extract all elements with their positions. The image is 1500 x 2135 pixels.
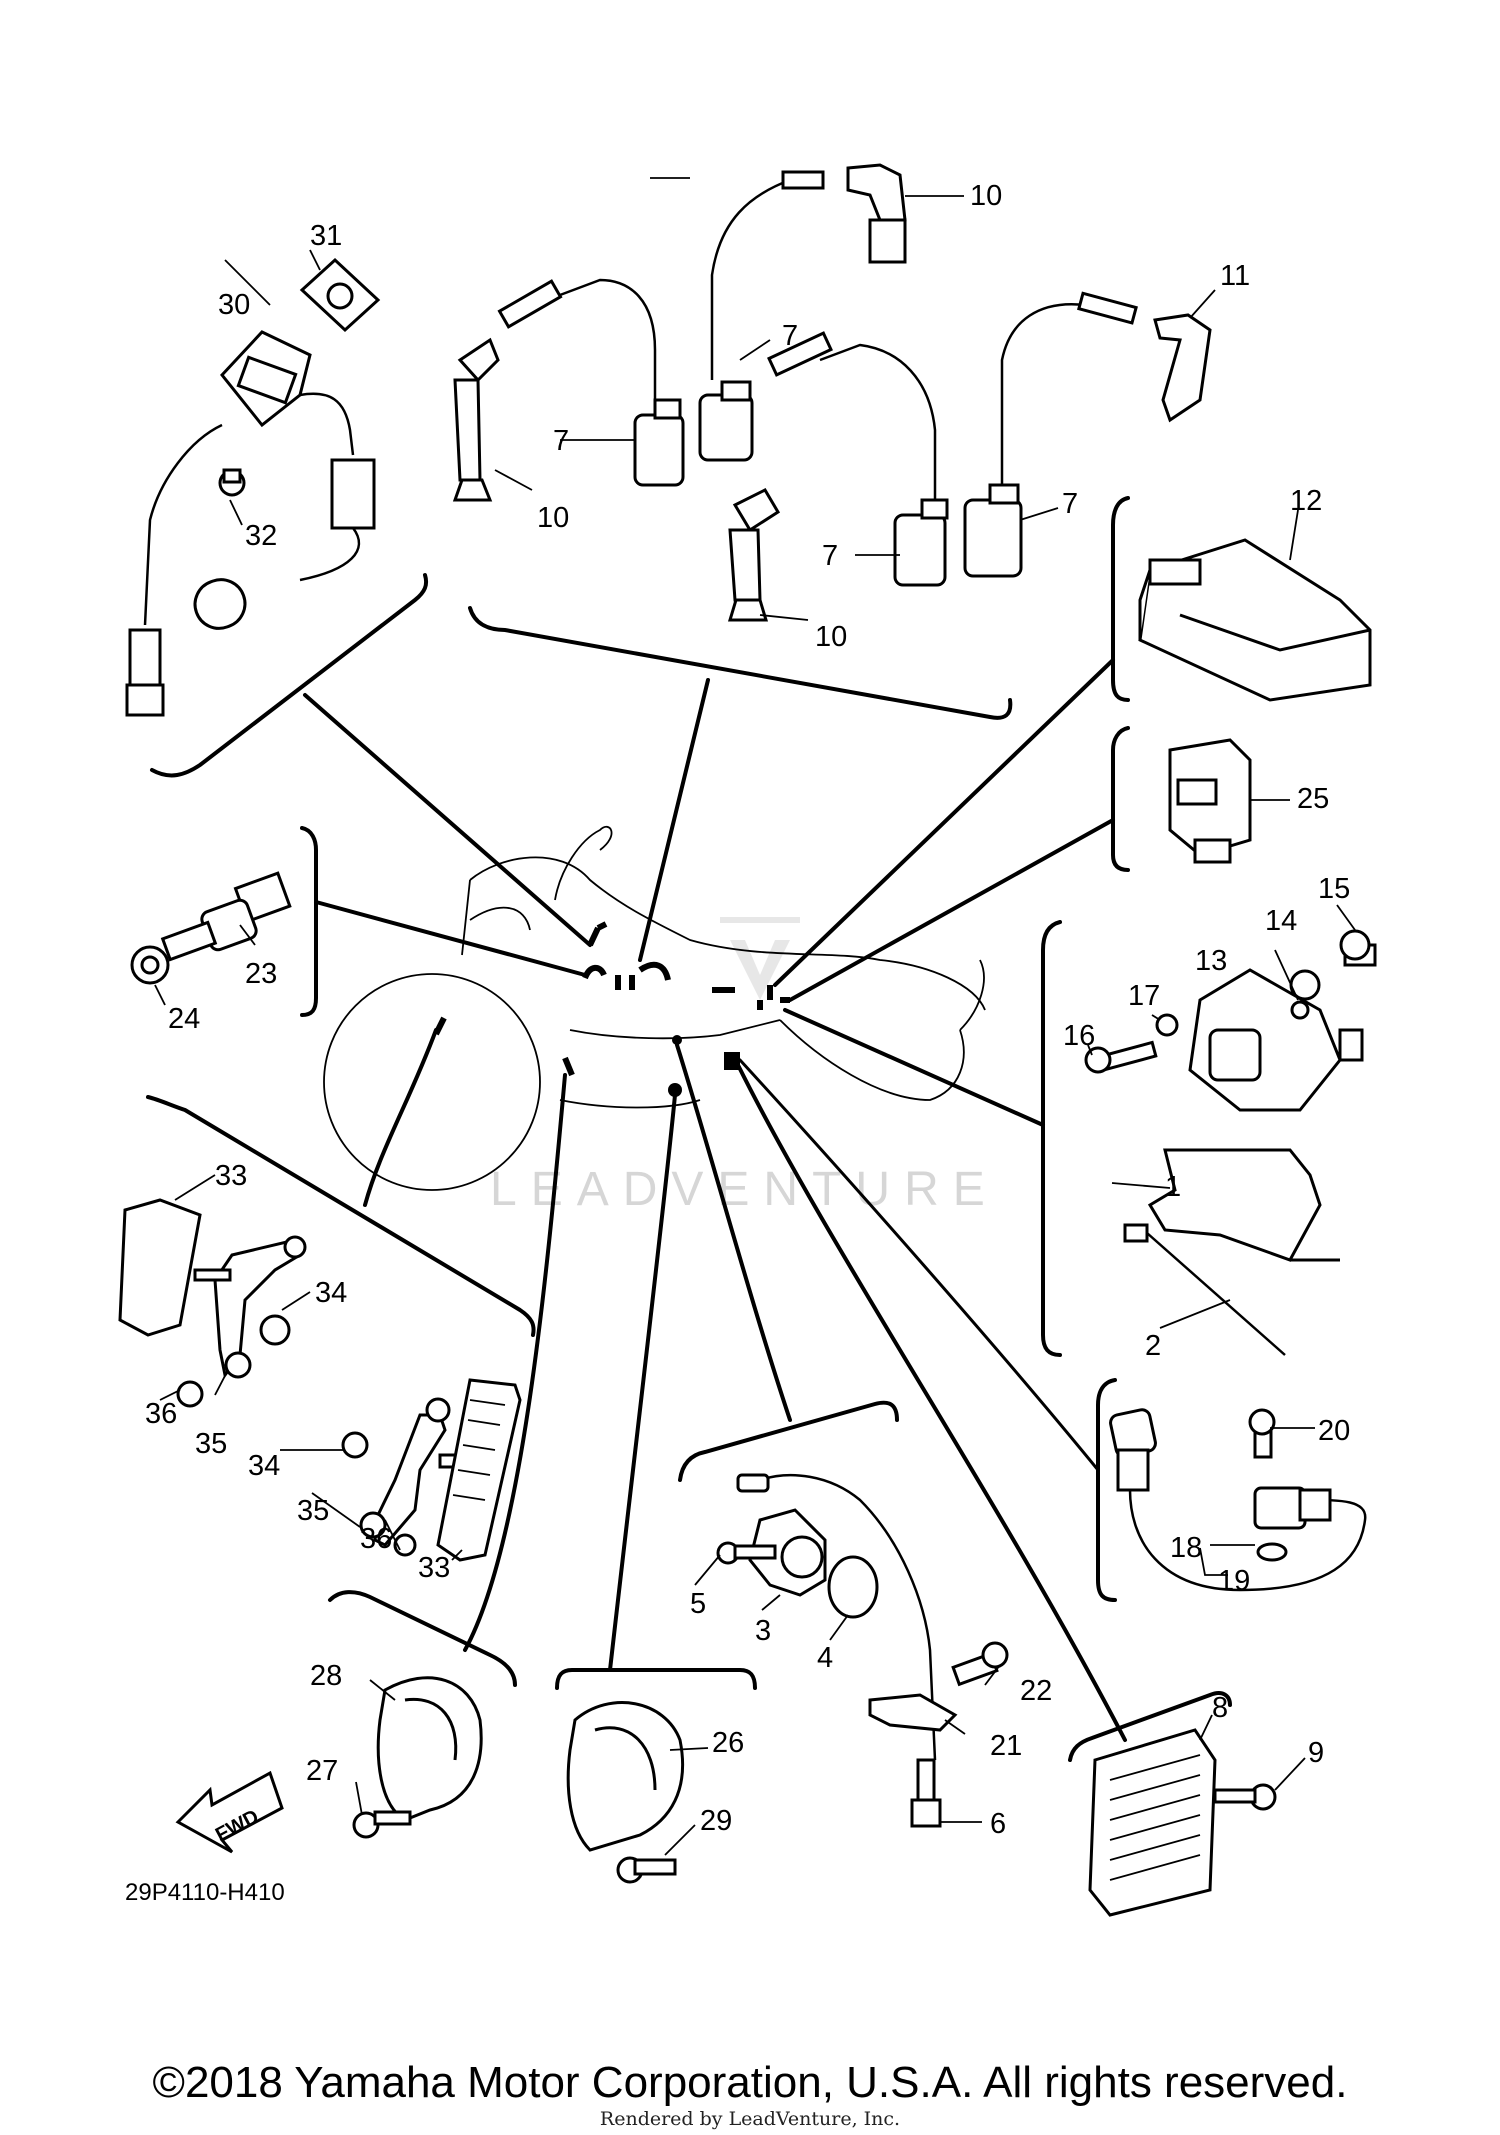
ecu-unit: [1138, 538, 1372, 702]
diagram-code: 29P4110-H410: [125, 1879, 285, 1906]
callout-12: 12: [1290, 485, 1322, 517]
callout-33-a: 33: [215, 1160, 247, 1192]
callout-25: 25: [1297, 783, 1329, 815]
callout-26: 26: [712, 1727, 744, 1759]
callout-13: 13: [1195, 945, 1227, 977]
rendered-by-notice: Rendered by LeadVenture, Inc.: [599, 2108, 901, 2130]
callout-leaders: [154, 177, 1356, 1856]
horn-26: [566, 1701, 685, 1884]
horn-28: [352, 1676, 483, 1839]
group-brackets: [146, 496, 1232, 1762]
crank-sensor: [1109, 1408, 1367, 1592]
callout-36-b: 36: [360, 1523, 392, 1555]
copyright-notice: ©2018 Yamaha Motor Corporation, U.S.A. A…: [152, 2058, 1348, 2107]
callout-22: 22: [1020, 1675, 1052, 1707]
watermark-text: LEADVENTURE: [490, 1163, 999, 1216]
ignition-coil-assembly: [452, 163, 1212, 622]
harness-connectors: [433, 921, 790, 1097]
watermark-logo: [720, 917, 800, 1000]
callout-7-a: 7: [553, 425, 569, 457]
callout-29: 29: [700, 1805, 732, 1837]
callout-36-a: 36: [145, 1398, 177, 1430]
reflector-brackets: [118, 1198, 522, 1562]
callout-35-a: 35: [195, 1428, 227, 1460]
callout-24: 24: [168, 1003, 200, 1035]
callout-23: 23: [245, 958, 277, 990]
fuel-sender-assembly: [125, 257, 381, 717]
speed-sensor: [716, 1473, 1009, 1828]
callout-16: 16: [1063, 1020, 1095, 1052]
relay-unit: [1168, 738, 1252, 864]
callout-7-d: 7: [1062, 488, 1078, 520]
callout-3: 3: [755, 1615, 771, 1647]
callout-18: 18: [1170, 1532, 1202, 1564]
callout-21: 21: [990, 1730, 1022, 1762]
callout-5: 5: [690, 1588, 706, 1620]
callout-30: 30: [218, 289, 250, 321]
callout-10-c: 10: [815, 621, 847, 653]
callout-34-a: 34: [315, 1277, 347, 1309]
callout-17: 17: [1128, 980, 1160, 1012]
callout-7-b: 7: [782, 320, 798, 352]
callout-6: 6: [990, 1808, 1006, 1840]
callout-labels: 1 2 3 4 5 6 7 7 7 7 8 9 10 10 10 11 12 1…: [145, 180, 1350, 1840]
temperature-sensor: [130, 871, 292, 985]
callout-15: 15: [1318, 873, 1350, 905]
forward-arrow-icon: FWD: [175, 1770, 284, 1854]
callout-11: 11: [1220, 260, 1250, 292]
callout-32: 32: [245, 520, 277, 552]
callout-10-a: 10: [970, 180, 1002, 212]
callout-34-b: 34: [248, 1450, 280, 1482]
bracket-leaders: [303, 658, 1127, 1742]
callout-19: 19: [1218, 1565, 1250, 1597]
callout-2: 2: [1145, 1330, 1161, 1362]
motorcycle-outline: [323, 825, 986, 1191]
rectifier-regulator: [1088, 1728, 1277, 1917]
callout-27: 27: [306, 1755, 338, 1787]
callout-28: 28: [310, 1660, 342, 1692]
callout-10-b: 10: [537, 502, 569, 534]
starter-relay: [1084, 929, 1377, 1356]
callout-31: 31: [310, 220, 342, 252]
callout-14: 14: [1265, 905, 1297, 937]
callout-1: 1: [1165, 1171, 1181, 1203]
callout-20: 20: [1318, 1415, 1350, 1447]
callout-33-b: 33: [418, 1552, 450, 1584]
callout-8: 8: [1212, 1692, 1228, 1724]
callout-9: 9: [1308, 1737, 1324, 1769]
callout-7-c: 7: [822, 540, 838, 572]
callout-4: 4: [817, 1642, 833, 1674]
callout-35-b: 35: [297, 1495, 329, 1527]
